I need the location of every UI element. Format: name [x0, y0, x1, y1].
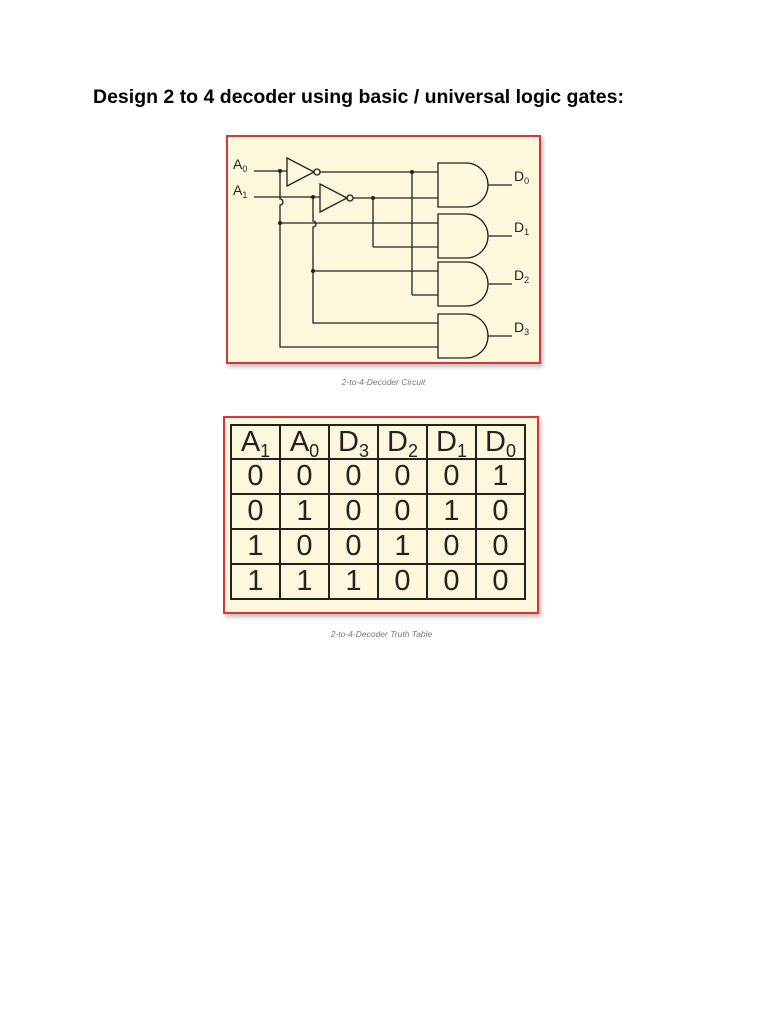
truth-table-caption: 2-to-4-Decoder Truth Table	[330, 629, 433, 639]
table-cell: 0	[426, 458, 477, 495]
table-cell: 0	[426, 563, 477, 600]
table-cell: 0	[475, 493, 526, 530]
not-gate-a1	[319, 182, 349, 214]
not-gate-a1-bubble	[346, 194, 354, 202]
truth-table: A1 A0 D3 D2 D1 D0 0 0 0 0 0 1 0 1 0 0	[230, 424, 526, 600]
table-cell: 0	[377, 493, 428, 530]
decoder-circuit-diagram: A0 A1 D0 D1 D2 D3	[233, 156, 529, 359]
output-label-d0: D0	[514, 168, 529, 186]
page-heading: Design 2 to 4 decoder using basic / univ…	[93, 86, 624, 108]
table-cell: 1	[230, 563, 281, 600]
table-cell: 0	[230, 458, 281, 495]
table-cell: 0	[426, 528, 477, 565]
header-d1: D1	[426, 424, 477, 460]
header-d0: D0	[475, 424, 526, 460]
table-row: 0 1 0 0 1 0	[230, 493, 526, 530]
truth-table-header-row: A1 A0 D3 D2 D1 D0	[230, 424, 526, 460]
truth-table-figure: A1 A0 D3 D2 D1 D0 0 0 0 0 0 1 0 1 0 0	[223, 416, 539, 614]
output-label-d1: D1	[514, 219, 529, 237]
and-gate-d1	[437, 213, 489, 259]
table-cell: 0	[279, 458, 330, 495]
table-row: 0 0 0 0 0 1	[230, 458, 526, 495]
table-cell: 0	[328, 458, 379, 495]
table-cell: 1	[377, 528, 428, 565]
table-cell: 0	[377, 563, 428, 600]
header-d2: D2	[377, 424, 428, 460]
table-cell: 1	[475, 458, 526, 495]
not-gate-a0	[286, 156, 316, 188]
table-cell: 1	[230, 528, 281, 565]
table-cell: 0	[377, 458, 428, 495]
decoder-circuit-figure: A0 A1 D0 D1 D2 D3	[226, 135, 541, 364]
table-cell: 0	[328, 493, 379, 530]
and-gate-d3	[437, 313, 489, 359]
table-cell: 0	[279, 528, 330, 565]
table-cell: 1	[279, 493, 330, 530]
input-label-a0: A0	[233, 156, 247, 174]
table-cell: 0	[475, 563, 526, 600]
not-gate-a0-bubble	[313, 168, 321, 176]
output-label-d2: D2	[514, 267, 529, 285]
and-gate-d0	[437, 162, 489, 208]
header-a0: A0	[279, 424, 330, 460]
output-label-d3: D3	[514, 319, 529, 337]
table-cell: 0	[328, 528, 379, 565]
and-gate-d2	[437, 261, 489, 307]
table-row: 1 1 1 0 0 0	[230, 563, 526, 600]
table-cell: 1	[279, 563, 330, 600]
circuit-caption: 2-to-4-Decoder Circuit	[341, 377, 426, 387]
header-a1: A1	[230, 424, 281, 460]
table-cell: 1	[328, 563, 379, 600]
header-d3: D3	[328, 424, 379, 460]
table-cell: 0	[475, 528, 526, 565]
table-cell: 1	[426, 493, 477, 530]
table-row: 1 0 0 1 0 0	[230, 528, 526, 565]
table-cell: 0	[230, 493, 281, 530]
input-label-a1: A1	[233, 182, 247, 200]
